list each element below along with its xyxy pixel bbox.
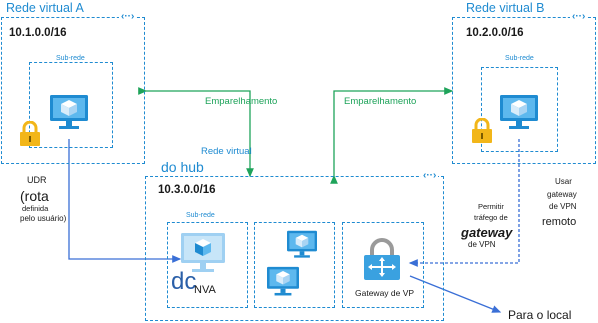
subnet-a-box xyxy=(29,62,113,148)
nva-subnet-box xyxy=(167,222,248,308)
subnet-b-label: Sub-rede xyxy=(505,55,534,62)
vnet-b-box xyxy=(452,17,596,164)
vpn-gateway-icon xyxy=(364,238,400,280)
hub-title-line2: do hub xyxy=(161,159,204,175)
vnet-icon: ‹··› xyxy=(119,11,137,22)
vpn-gateway-label: Gateway de VP xyxy=(355,288,415,298)
vm-subnet-box xyxy=(254,222,335,308)
hub-vnet-box xyxy=(145,176,444,321)
subnet-a-label: Sub-rede xyxy=(54,55,87,62)
nva-vm-icon xyxy=(181,233,225,272)
hub-address: 10.3.0.0/16 xyxy=(158,184,216,196)
on-prem-label: Para o local xyxy=(508,308,572,322)
peering-line-hub-b xyxy=(330,87,454,184)
remote-label: remoto xyxy=(542,216,577,228)
vm-icon xyxy=(500,95,538,129)
udr-label: UDR xyxy=(27,175,47,185)
peering-label-left: Emparelhamento xyxy=(205,96,278,107)
peering-label-right: Emparelhamento xyxy=(344,96,417,107)
udr-route-line xyxy=(68,139,182,263)
nva-dc-label: dc xyxy=(171,268,197,295)
vnet-b-title: Rede virtual B xyxy=(466,1,545,15)
hub-title-line1: Rede virtual xyxy=(201,146,252,157)
remote-gateway-line xyxy=(408,139,520,267)
remote-use-label: Usar xyxy=(555,177,572,186)
subnet-b-box xyxy=(481,67,558,152)
udr-user-label: pelo usuário) xyxy=(20,214,67,223)
on-prem-line xyxy=(409,275,502,313)
hub-subnet-label: Sub-rede xyxy=(186,212,215,219)
gateway-subnet-box xyxy=(342,222,424,308)
remote-gateway-label: gateway xyxy=(547,190,577,199)
udr-rota-label: (rota xyxy=(20,188,49,204)
nva-label: NVA xyxy=(194,284,216,296)
allow-vpn-label: de VPN xyxy=(468,240,496,249)
lock-icon xyxy=(472,118,492,143)
remote-vpn-label: de VPN xyxy=(549,202,577,211)
allow-traffic-label: tráfego de xyxy=(474,213,508,222)
vm-icon xyxy=(50,95,88,129)
vnet-icon: ‹··› xyxy=(570,11,588,22)
vnet-icon: ‹··› xyxy=(421,170,439,181)
lock-icon xyxy=(20,121,40,146)
vnet-a-title: Rede virtual A xyxy=(6,1,84,15)
vm-icon xyxy=(267,266,299,296)
allow-label: Permitir xyxy=(478,202,504,211)
peering-line-a-hub xyxy=(138,87,254,178)
vm-icon xyxy=(287,230,317,258)
vnet-b-address: 10.2.0.0/16 xyxy=(466,27,524,39)
allow-gateway-label: gateway xyxy=(461,225,513,240)
vnet-a-address: 10.1.0.0/16 xyxy=(9,27,67,39)
udr-defined-label: definida xyxy=(22,204,49,213)
vnet-a-box xyxy=(1,17,145,164)
